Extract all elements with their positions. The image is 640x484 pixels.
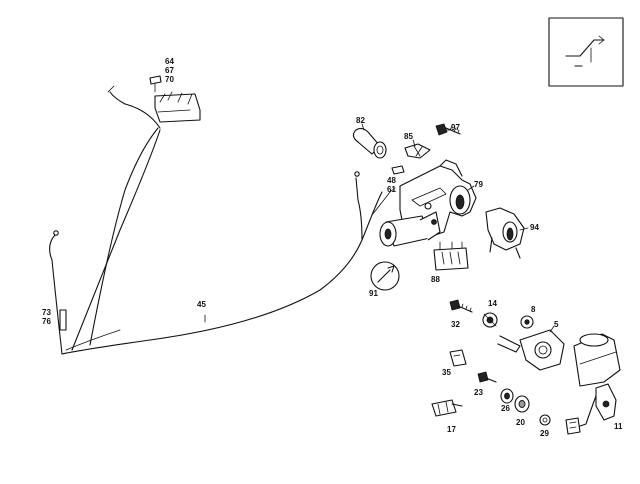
label-35: 35 xyxy=(442,368,451,377)
rubber-20 xyxy=(514,395,530,413)
mounting-plate-5 xyxy=(497,329,565,371)
label-73: 73 xyxy=(42,308,51,317)
screw-32 xyxy=(449,299,473,313)
label-67: 67 xyxy=(165,66,174,75)
part-labels: 64 67 70 82 85 97 48 61 79 94 91 88 45 7… xyxy=(42,57,623,438)
label-79: 79 xyxy=(474,180,483,189)
connector-block-64 xyxy=(149,75,201,123)
relay-88 xyxy=(433,241,469,271)
clip-85 xyxy=(404,143,431,159)
label-20: 20 xyxy=(516,418,525,427)
actuator-11 xyxy=(565,333,621,435)
label-sticker-48 xyxy=(391,165,405,175)
label-14: 14 xyxy=(488,299,497,308)
bolt-23 xyxy=(477,371,497,383)
bolt-97 xyxy=(435,123,461,136)
leader-lines xyxy=(154,83,555,333)
label-48: 48 xyxy=(387,176,396,185)
label-11: 11 xyxy=(614,422,623,431)
label-64: 64 xyxy=(165,57,174,66)
label-76: 76 xyxy=(42,317,51,326)
washer-8 xyxy=(520,315,534,329)
drive-motor xyxy=(379,211,441,247)
clip-35 xyxy=(449,349,467,367)
label-91: 91 xyxy=(369,289,378,298)
label-32: 32 xyxy=(451,320,460,329)
label-82: 82 xyxy=(356,116,365,125)
label-17: 17 xyxy=(447,425,456,434)
label-70: 70 xyxy=(165,75,174,84)
wrench-icon xyxy=(370,261,400,291)
bushing-26 xyxy=(500,388,514,404)
wiring-harness-45 xyxy=(49,85,396,355)
label-29: 29 xyxy=(540,429,549,438)
label-26: 26 xyxy=(501,404,510,413)
label-5: 5 xyxy=(554,320,559,329)
label-94: 94 xyxy=(530,223,539,232)
label-45: 45 xyxy=(197,300,206,309)
symbol-icon xyxy=(548,17,624,87)
label-61: 61 xyxy=(387,185,396,194)
socket-82 xyxy=(352,127,387,159)
nut-29 xyxy=(539,414,551,426)
grommet-14 xyxy=(482,312,498,328)
label-23: 23 xyxy=(474,388,483,397)
label-85: 85 xyxy=(404,132,413,141)
label-88: 88 xyxy=(431,275,440,284)
label-97: 97 xyxy=(451,123,460,132)
cover-94 xyxy=(485,207,525,259)
connector-17 xyxy=(431,399,463,417)
label-8: 8 xyxy=(531,305,536,314)
